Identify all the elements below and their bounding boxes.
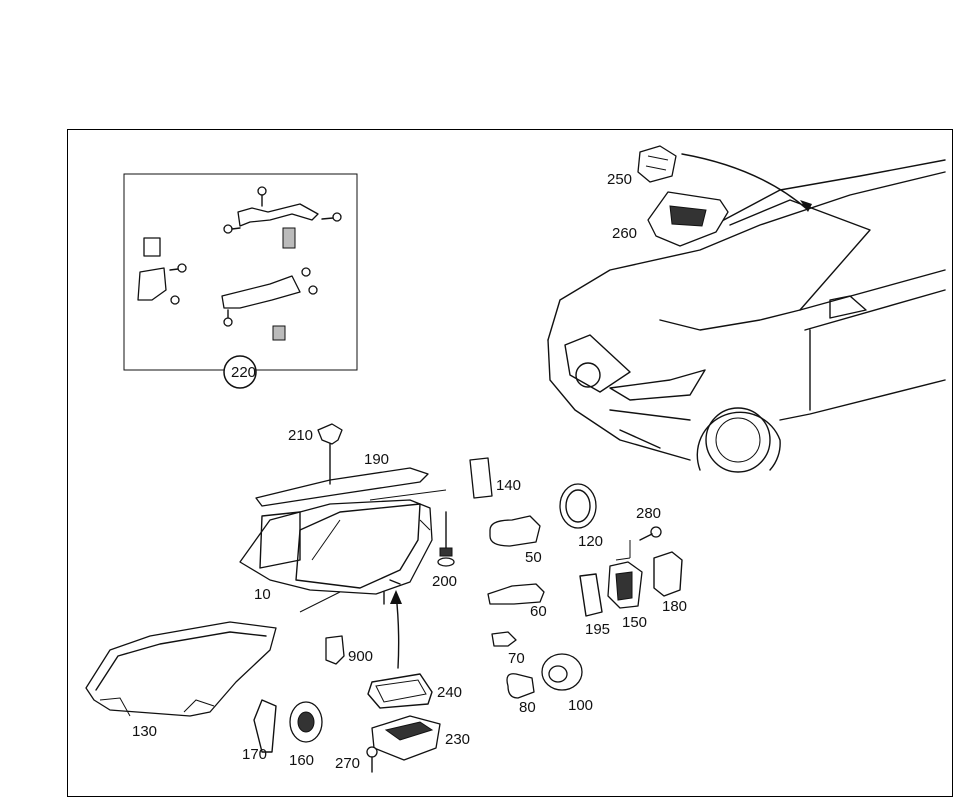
part-195-gasket: [579, 573, 603, 617]
callout-180: 180: [662, 598, 687, 615]
callout-260: 260: [612, 225, 637, 242]
callout-100: 100: [568, 697, 593, 714]
part-250-sensor: [637, 145, 677, 183]
callout-280: 280: [636, 505, 661, 522]
part-70-bulb: [491, 631, 517, 647]
part-130-lens: [85, 621, 277, 717]
callout-10: 10: [254, 586, 271, 603]
part-280-screw: [615, 526, 662, 561]
part-140-sheet: [469, 457, 493, 499]
part-270-screw: [366, 746, 378, 773]
diagram-frame: [67, 129, 953, 797]
callout-230: 230: [445, 731, 470, 748]
part-120-cap: [559, 483, 597, 529]
callout-210: 210: [288, 427, 313, 444]
callout-240: 240: [437, 684, 462, 701]
part-210-clip: [317, 423, 343, 485]
callout-170: 170: [242, 746, 267, 763]
arrow-up: [395, 593, 400, 669]
part-150-module: [607, 561, 643, 609]
callout-50: 50: [525, 549, 542, 566]
part-200-screw: [437, 511, 455, 567]
part-900-label: [325, 635, 345, 665]
callout-270: 270: [335, 755, 360, 772]
callout-195: 195: [585, 621, 610, 638]
callout-160: 160: [289, 752, 314, 769]
callout-120: 120: [578, 533, 603, 550]
callout-200: 200: [432, 573, 457, 590]
part-50-bulb: [489, 515, 541, 547]
callout-60: 60: [530, 603, 547, 620]
part-230-control-unit: [371, 715, 441, 761]
part-180-seal: [653, 551, 683, 597]
callout-250: 250: [607, 171, 632, 188]
arrow-to-car: [681, 153, 809, 211]
part-60-bulb: [487, 583, 545, 605]
inset-220-bracket-kit: [123, 173, 358, 389]
part-80-bulb: [506, 673, 535, 699]
callout-220-circle: [223, 355, 257, 389]
callout-70: 70: [508, 650, 525, 667]
part-160-motor: [289, 701, 323, 743]
part-240-gasket: [367, 673, 433, 709]
car-outline: [547, 159, 946, 473]
part-260-cover: [647, 191, 729, 247]
callout-80: 80: [519, 699, 536, 716]
callout-140: 140: [496, 477, 521, 494]
part-10-headlamp-housing: [239, 499, 433, 605]
callout-150: 150: [622, 614, 647, 631]
part-190-trim-strip: [255, 467, 429, 507]
callout-190: 190: [364, 451, 389, 468]
callout-900: 900: [348, 648, 373, 665]
part-170-seal: [253, 699, 277, 753]
part-100-socket: [541, 653, 583, 691]
callout-220: 220: [231, 364, 256, 381]
callout-130: 130: [132, 723, 157, 740]
